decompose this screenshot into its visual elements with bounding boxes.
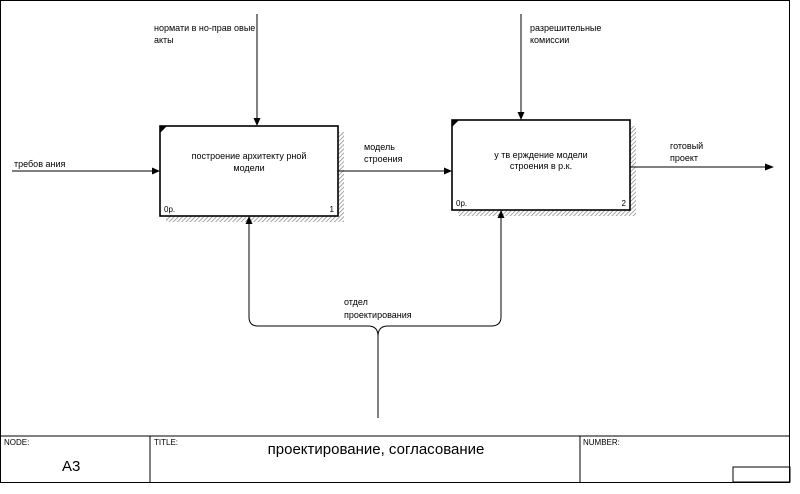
node-label: NODE: (4, 438, 29, 447)
mechanism-arrowhead-2 (497, 210, 505, 218)
mechanism-label-line-2: проектирования (344, 310, 412, 320)
title-value: проектирование, согласование (268, 441, 485, 458)
mechanism-arrowhead-1 (245, 216, 253, 224)
number-label: NUMBER: (583, 438, 620, 447)
mechanism-arrow-right-branch (377, 218, 502, 337)
box-2-frame (451, 119, 631, 211)
box-1-number: 1 (330, 205, 335, 214)
box-2-number: 2 (622, 199, 627, 208)
box-2-cost: 0р. (456, 199, 467, 208)
control-2-arrowhead (517, 112, 525, 120)
page-frame (0, 0, 790, 483)
control-1-arrowhead (253, 118, 261, 126)
control-1-label-line-1: нормати в но-прав овые (154, 23, 255, 33)
control-2-label-line-2: комиссии (530, 35, 569, 45)
output-label-line-2: проект (670, 153, 698, 163)
box-2-label-line-2: строения в р.к. (510, 161, 572, 171)
title-label: TITLE: (154, 438, 178, 447)
title-block-corner-cell (732, 466, 791, 483)
box-1-frame (159, 125, 339, 217)
box-1-label-line-2: модели (233, 163, 264, 173)
between-label-line-2: строения (364, 154, 403, 164)
node-value: A3 (62, 458, 80, 475)
box-2-label-line-1: у тв ерждение модели (494, 150, 587, 160)
box-2-corner-mark (452, 120, 459, 127)
mechanism-label-line-1: отдел (344, 297, 368, 307)
activity-box-2[interactable]: у тв ерждение модели строения в р.к. 0р.… (451, 119, 636, 216)
output-label-line-1: готовый (670, 141, 703, 151)
box-1-corner-mark (160, 126, 167, 133)
title-block: NODE: A3 TITLE: проектирование, согласов… (0, 435, 791, 483)
box-1-label-line-1: построение архитекту рной (192, 151, 307, 161)
between-label-line-1: модель (364, 142, 395, 152)
activity-box-1[interactable]: построение архитекту рной модели 0р. 1 (159, 125, 344, 222)
control-2-label-line-1: разрешительные (530, 23, 601, 33)
input-arrowhead (152, 167, 160, 175)
output-arrowhead (765, 163, 774, 171)
between-arrowhead (444, 167, 452, 175)
control-1-label-line-2: акты (154, 35, 174, 45)
box-1-cost: 0р. (164, 205, 175, 214)
input-label: требов ания (14, 159, 65, 169)
mechanism-arrow-left-branch (248, 224, 379, 418)
